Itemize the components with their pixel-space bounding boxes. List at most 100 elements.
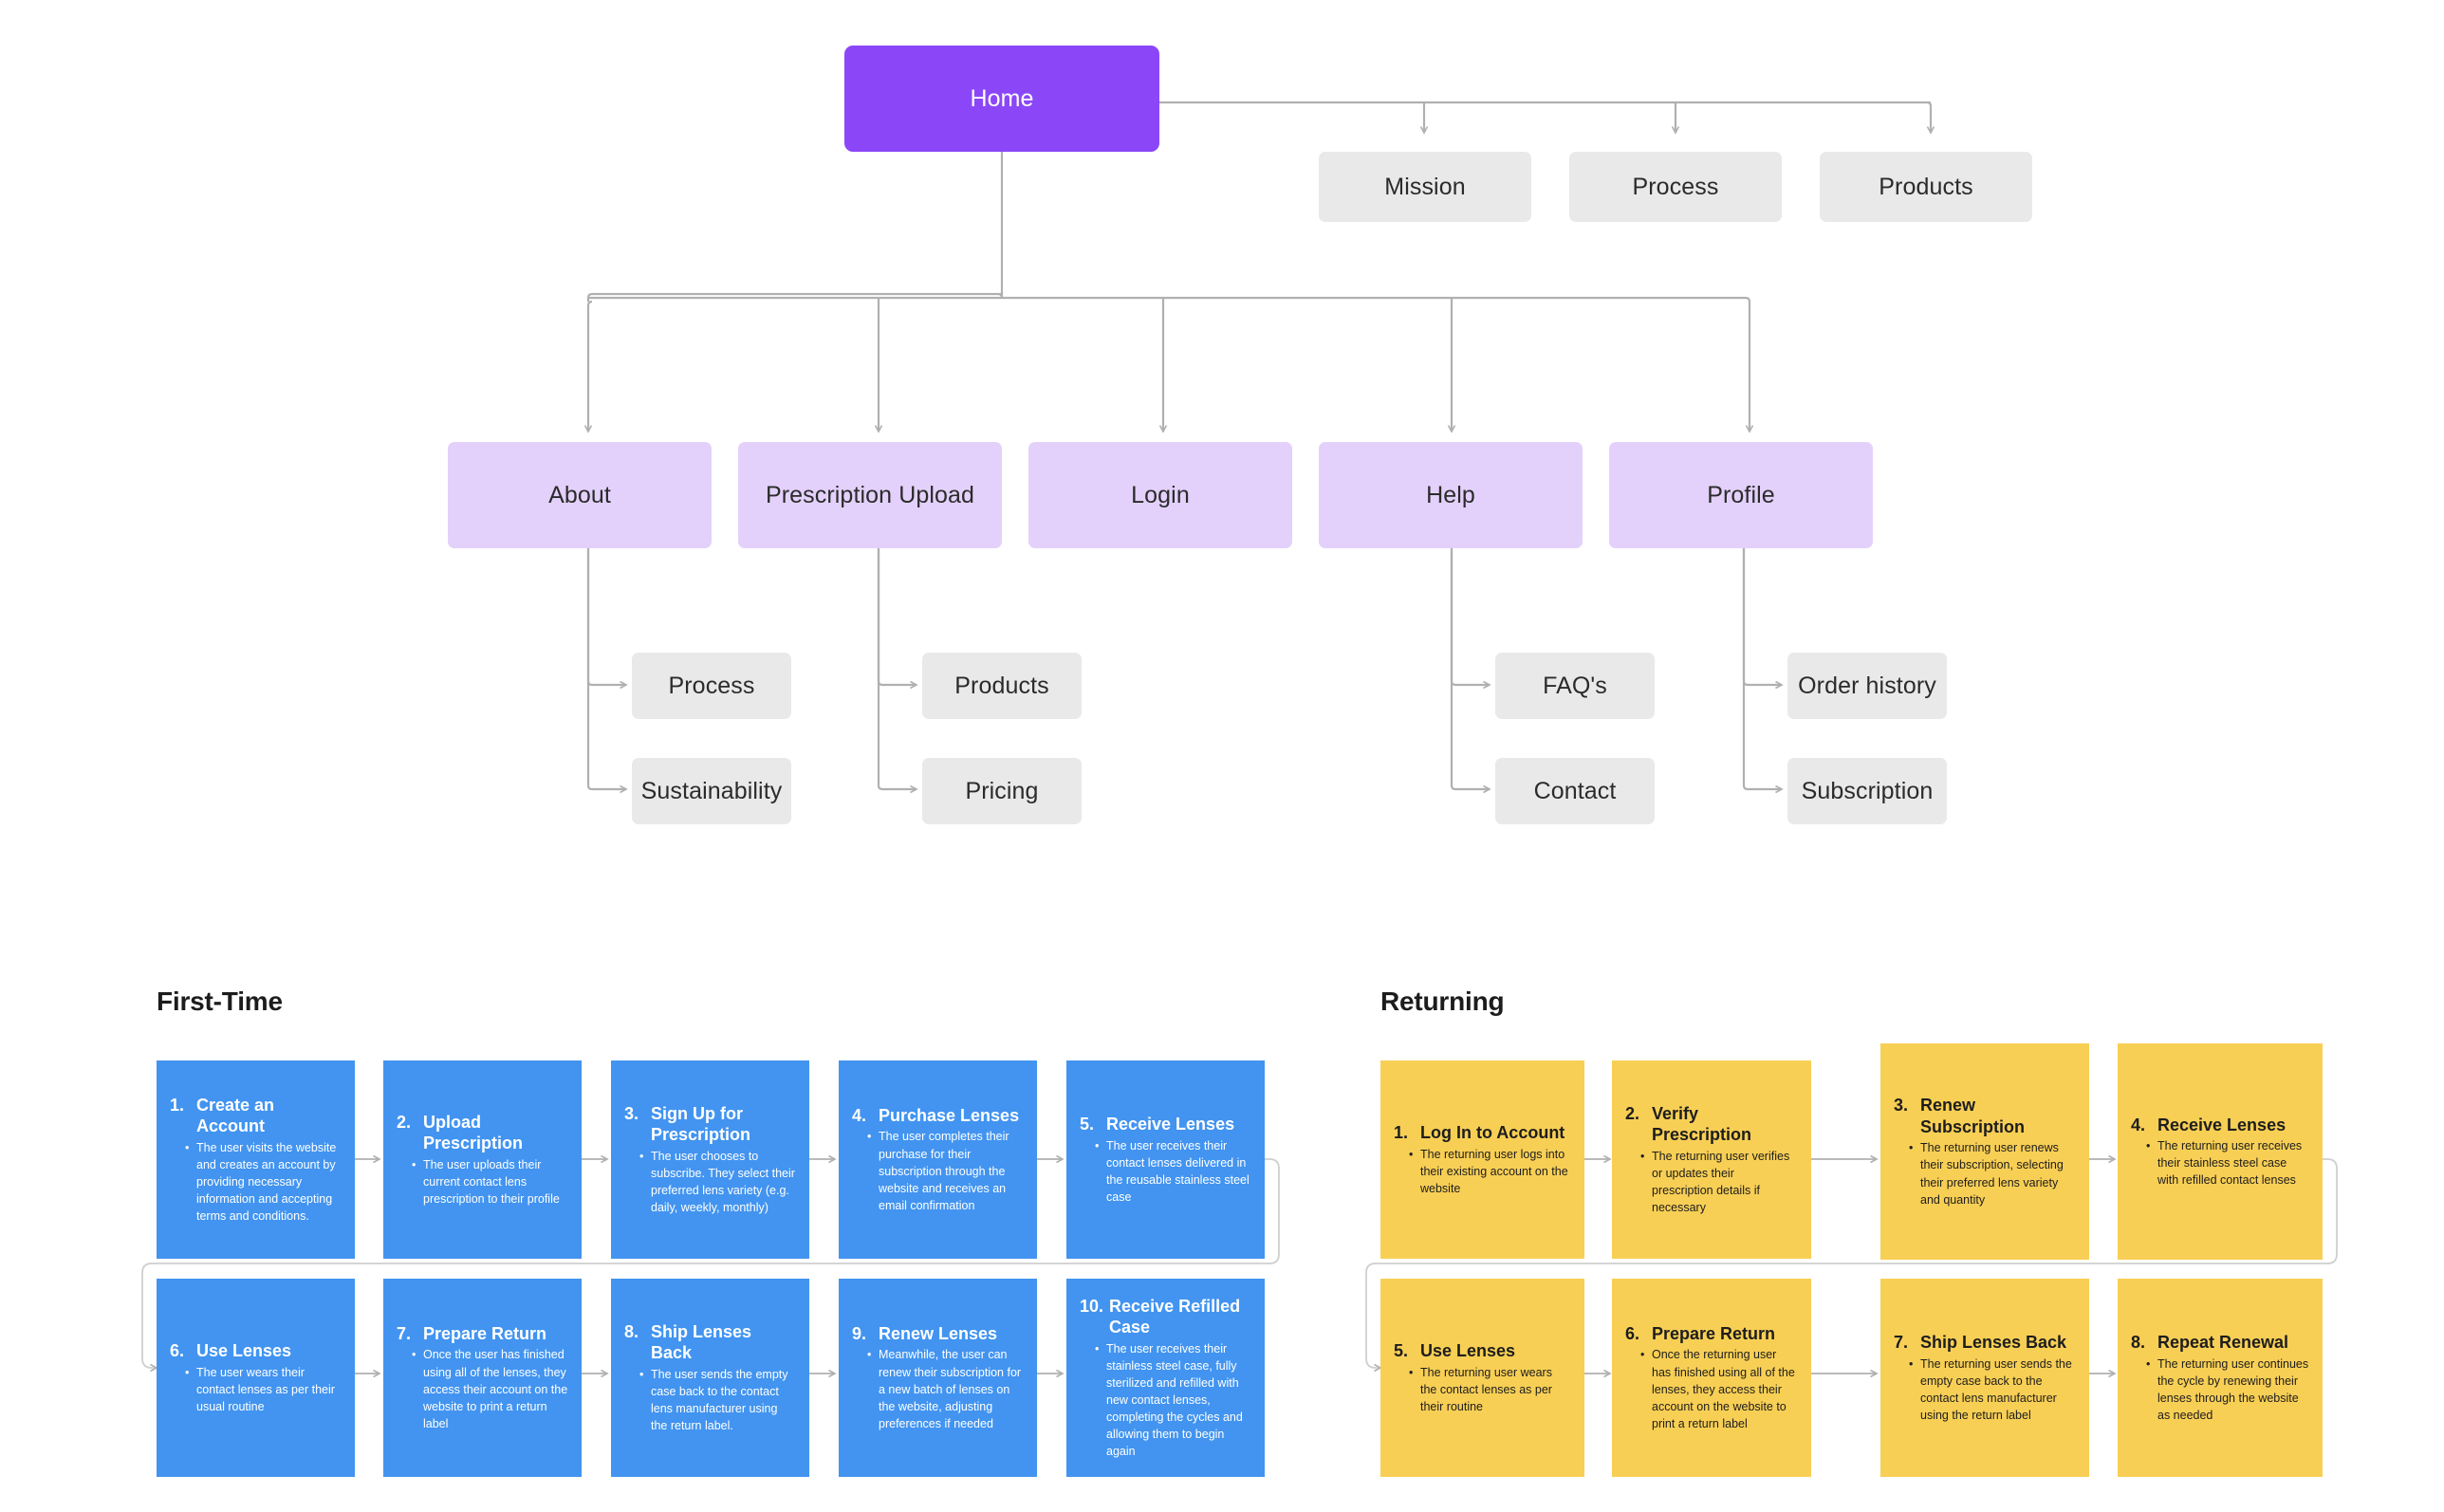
first-time-flow-heading: First-Time xyxy=(157,986,283,1016)
step-title-row: 7. Prepare Return xyxy=(397,1323,568,1345)
first-time-step-5[interactable]: 5. Receive Lenses The user receives thei… xyxy=(1066,1060,1265,1259)
sitemap-node-about-sustainability[interactable]: Sustainability xyxy=(632,758,791,824)
sitemap-node-upload-pricing-label: Pricing xyxy=(965,778,1039,804)
sitemap-node-login-label: Login xyxy=(1131,482,1190,508)
returning-step-3[interactable]: 3. Renew Subscription The returning user… xyxy=(1880,1043,2089,1260)
step-title: Prepare Return xyxy=(423,1323,547,1343)
step-title: Prepare Return xyxy=(1652,1323,1776,1343)
sitemap-node-about[interactable]: About xyxy=(448,442,712,548)
sitemap-node-about-label: About xyxy=(548,482,611,508)
sitemap-node-upload-products[interactable]: Products xyxy=(922,653,1082,719)
step-title-row: 4. Receive Lenses xyxy=(2131,1115,2309,1136)
first-time-step-9[interactable]: 9. Renew Lenses Meanwhile, the user can … xyxy=(839,1279,1037,1477)
sitemap-node-home-label: Home xyxy=(970,85,1034,112)
sitemap-node-upload-products-label: Products xyxy=(954,673,1049,699)
step-body: The returning user continues the cycle b… xyxy=(2131,1355,2309,1425)
returning-step-5[interactable]: 5. Use Lenses The returning user wears t… xyxy=(1380,1279,1584,1477)
step-title-row: 5. Use Lenses xyxy=(1394,1340,1571,1362)
step-title-row: 5. Receive Lenses xyxy=(1080,1114,1251,1135)
step-number: 1. xyxy=(170,1095,185,1115)
step-number: 3. xyxy=(624,1103,639,1123)
step-number: 3. xyxy=(1894,1096,1909,1116)
sitemap-node-products-top-label: Products xyxy=(1879,174,1973,200)
sitemap-node-help-faqs-label: FAQ's xyxy=(1543,673,1607,699)
step-title: Verify Prescription xyxy=(1652,1103,1752,1145)
step-title: Renew Lenses xyxy=(879,1323,998,1343)
step-title: Ship Lenses Back xyxy=(651,1321,752,1363)
first-time-step-1[interactable]: 1. Create an Account The user visits the… xyxy=(157,1060,355,1259)
sitemap-node-profile-order-history[interactable]: Order history xyxy=(1787,653,1947,719)
step-title-row: 8. Repeat Renewal xyxy=(2131,1332,2309,1354)
sitemap-node-profile-order-history-label: Order history xyxy=(1798,673,1936,699)
sitemap-node-prescription-upload-label: Prescription Upload xyxy=(765,482,975,508)
sitemap-node-profile[interactable]: Profile xyxy=(1609,442,1873,548)
step-body: Once the returning user has finished usi… xyxy=(1625,1346,1798,1432)
returning-step-1[interactable]: 1. Log In to Account The returning user … xyxy=(1380,1060,1584,1259)
step-title-row: 6. Prepare Return xyxy=(1625,1323,1798,1345)
returning-step-6[interactable]: 6. Prepare Return Once the returning use… xyxy=(1612,1279,1811,1477)
step-number: 8. xyxy=(624,1321,639,1341)
step-title-row: 2. Verify Prescription xyxy=(1625,1103,1798,1146)
returning-step-4[interactable]: 4. Receive Lenses The returning user rec… xyxy=(2118,1043,2323,1260)
step-title: Repeat Renewal xyxy=(2157,1333,2289,1352)
first-time-step-4[interactable]: 4. Purchase Lenses The user completes th… xyxy=(839,1060,1037,1259)
sitemap-node-upload-pricing[interactable]: Pricing xyxy=(922,758,1082,824)
step-body: The returning user receives their stainl… xyxy=(2131,1137,2309,1189)
sitemap-node-help-label: Help xyxy=(1426,482,1475,508)
step-title-row: 1. Log In to Account xyxy=(1394,1122,1571,1144)
returning-step-2[interactable]: 2. Verify Prescription The returning use… xyxy=(1612,1060,1811,1259)
sitemap-node-profile-subscription-label: Subscription xyxy=(1801,778,1934,804)
step-title: Use Lenses xyxy=(196,1341,292,1361)
sitemap-node-about-sustainability-label: Sustainability xyxy=(640,778,783,804)
step-body: The user chooses to subscribe. They sele… xyxy=(624,1148,796,1217)
step-title-row: 10. Receive Refilled Case xyxy=(1080,1296,1251,1338)
step-title: Sign Up for Prescription xyxy=(651,1103,751,1145)
step-body: Meanwhile, the user can renew their subs… xyxy=(852,1346,1024,1432)
step-body: The user receives their stainless steel … xyxy=(1080,1340,1251,1461)
returning-step-8[interactable]: 8. Repeat Renewal The returning user con… xyxy=(2118,1279,2323,1477)
step-number: 2. xyxy=(397,1112,412,1132)
step-body: The user receives their contact lenses d… xyxy=(1080,1137,1251,1207)
sitemap-node-home[interactable]: Home xyxy=(844,46,1159,152)
first-time-step-10[interactable]: 10. Receive Refilled Case The user recei… xyxy=(1066,1279,1265,1477)
sitemap-node-prescription-upload[interactable]: Prescription Upload xyxy=(738,442,1002,548)
step-number: 4. xyxy=(2131,1115,2146,1134)
first-time-step-6[interactable]: 6. Use Lenses The user wears their conta… xyxy=(157,1279,355,1477)
sitemap-node-help-contact[interactable]: Contact xyxy=(1495,758,1655,824)
step-title-row: 8. Ship Lenses Back xyxy=(624,1321,796,1364)
first-time-step-3[interactable]: 3. Sign Up for Prescription The user cho… xyxy=(611,1060,809,1259)
sitemap-node-profile-label: Profile xyxy=(1707,482,1775,508)
step-body: The user wears their contact lenses as p… xyxy=(170,1364,342,1415)
first-time-step-2[interactable]: 2. Upload Prescription The user uploads … xyxy=(383,1060,582,1259)
step-title: Renew Subscription xyxy=(1920,1096,2026,1136)
step-number: 6. xyxy=(170,1341,185,1361)
step-body: The returning user wears the contact len… xyxy=(1394,1364,1571,1415)
step-title-row: 7. Ship Lenses Back xyxy=(1894,1332,2076,1354)
step-number: 5. xyxy=(1080,1115,1095,1134)
sitemap-node-help-faqs[interactable]: FAQ's xyxy=(1495,653,1655,719)
returning-flow-heading: Returning xyxy=(1380,986,1505,1016)
sitemap-node-products-top[interactable]: Products xyxy=(1820,152,2032,222)
step-title-row: 2. Upload Prescription xyxy=(397,1112,568,1154)
step-title: Use Lenses xyxy=(1420,1341,1516,1361)
step-title-row: 9. Renew Lenses xyxy=(852,1323,1024,1345)
step-title-row: 4. Purchase Lenses xyxy=(852,1105,1024,1127)
sitemap-node-help-contact-label: Contact xyxy=(1533,778,1617,804)
first-time-step-8[interactable]: 8. Ship Lenses Back The user sends the e… xyxy=(611,1279,809,1477)
sitemap-node-about-process-label: Process xyxy=(668,673,755,699)
step-number: 4. xyxy=(852,1105,867,1125)
step-title: Receive Refilled Case xyxy=(1109,1296,1241,1337)
sitemap-node-login[interactable]: Login xyxy=(1028,442,1292,548)
step-title: Upload Prescription xyxy=(423,1112,524,1153)
step-body: Once the user has finished using all of … xyxy=(397,1346,568,1432)
returning-step-7[interactable]: 7. Ship Lenses Back The returning user s… xyxy=(1880,1279,2089,1477)
sitemap-node-mission[interactable]: Mission xyxy=(1319,152,1531,222)
step-body: The returning user renews their subscrip… xyxy=(1894,1139,2076,1208)
sitemap-node-profile-subscription[interactable]: Subscription xyxy=(1787,758,1947,824)
sitemap-node-help[interactable]: Help xyxy=(1319,442,1583,548)
first-time-step-7[interactable]: 7. Prepare Return Once the user has fini… xyxy=(383,1279,582,1477)
sitemap-node-about-process[interactable]: Process xyxy=(632,653,791,719)
step-number: 7. xyxy=(397,1323,412,1343)
sitemap-node-process-top[interactable]: Process xyxy=(1569,152,1782,222)
step-body: The returning user verifies or updates t… xyxy=(1625,1148,1798,1217)
